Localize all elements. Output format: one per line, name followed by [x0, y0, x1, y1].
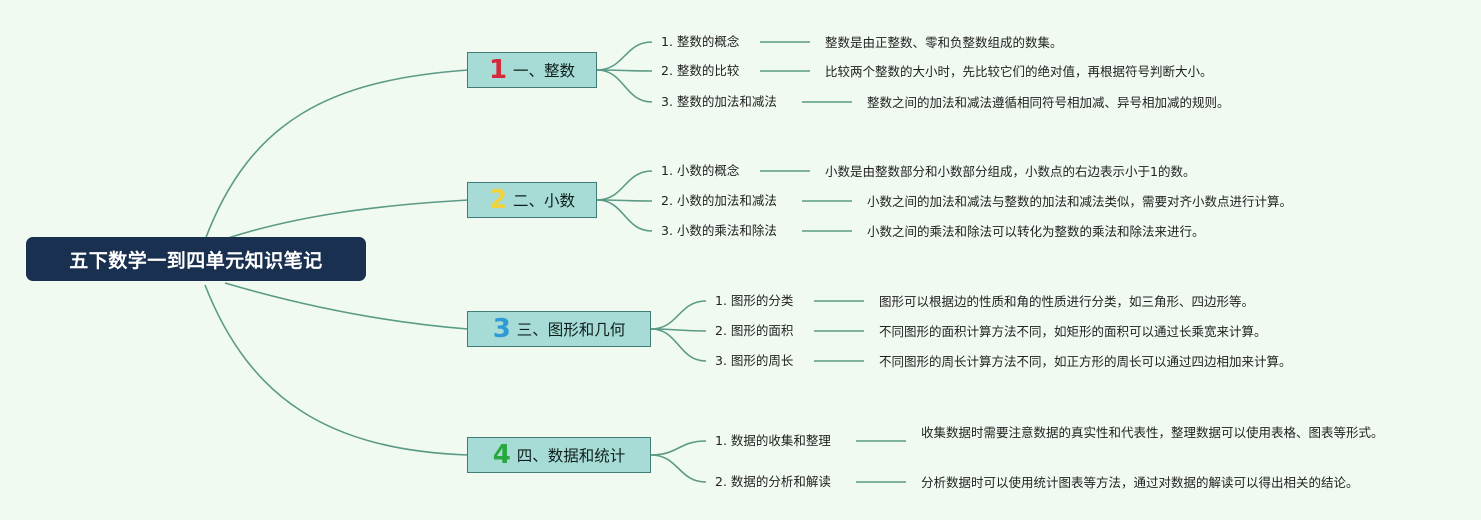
root-link-4 [204, 284, 469, 456]
branch-label: 四、数据和统计 [516, 447, 626, 465]
branch-label: 一、整数 [513, 62, 576, 80]
note-integer-add-subtract: 整数之间的加法和减法遵循相同符号相加减、异号相加减的规则。 [867, 95, 1230, 110]
number-badge-3: 3 [492, 314, 511, 344]
number-badge-1: 1 [488, 55, 508, 85]
leaf-data-analysis[interactable]: 2. 数据的分析和解读 [715, 474, 831, 489]
leaf-integer-concept[interactable]: 1. 整数的概念 [661, 34, 740, 49]
note-shape-perimeter: 不同图形的周长计算方法不同，如正方形的周长可以通过四边相加来计算。 [879, 354, 1292, 369]
root-node[interactable]: 五下数学一到四单元知识笔记 [26, 237, 366, 281]
root-link-3 [224, 282, 469, 330]
leaf-shape-perimeter[interactable]: 3. 图形的周长 [715, 353, 794, 368]
branch-2-link-3 [596, 199, 653, 232]
branch-1-link-1 [596, 41, 653, 71]
note-integer-comparison: 比较两个整数的大小时，先比较它们的绝对值，再根据符号判断大小。 [825, 64, 1213, 79]
branch-label: 二、小数 [513, 192, 576, 210]
leaf-shape-classification[interactable]: 1. 图形的分类 [715, 293, 794, 308]
note-shape-area: 不同图形的面积计算方法不同，如矩形的面积可以通过长乘宽来计算。 [879, 324, 1267, 339]
branch-3-link-3 [650, 328, 707, 362]
leaf-integer-add-subtract[interactable]: 3. 整数的加法和减法 [661, 94, 777, 109]
branch-node-decimals[interactable]: 2 二、小数 [467, 182, 597, 218]
leaf-decimal-concept[interactable]: 1. 小数的概念 [661, 163, 740, 178]
branch-4-link-2 [650, 454, 707, 483]
branch-node-geometry[interactable]: 3 三、图形和几何 [467, 311, 651, 347]
branch-4-link-1 [650, 440, 707, 456]
leaf-integer-comparison[interactable]: 2. 整数的比较 [661, 63, 740, 78]
root-link-1 [204, 69, 469, 241]
branch-1-link-3 [596, 69, 653, 103]
note-decimal-add-subtract: 小数之间的加法和减法与整数的加法和减法类似，需要对齐小数点进行计算。 [867, 194, 1293, 209]
branch-node-statistics[interactable]: 4 四、数据和统计 [467, 437, 651, 473]
branch-2-link-1 [596, 170, 653, 201]
branch-node-integers[interactable]: 1 一、整数 [467, 52, 597, 88]
branch-3-link-1 [650, 300, 707, 330]
note-integer-concept: 整数是由正整数、零和负整数组成的数集。 [825, 35, 1063, 50]
note-decimal-concept: 小数是由整数部分和小数部分组成，小数点的右边表示小于1的数。 [825, 164, 1196, 179]
note-data-collection: 收集数据时需要注意数据的真实性和代表性，整理数据可以使用表格、图表等形式。 [921, 425, 1384, 440]
note-data-analysis: 分析数据时可以使用统计图表等方法，通过对数据的解读可以得出相关的结论。 [921, 475, 1359, 490]
root-link-2 [227, 199, 469, 239]
number-badge-4: 4 [492, 440, 511, 470]
leaf-decimal-multiply-divide[interactable]: 3. 小数的乘法和除法 [661, 223, 777, 238]
note-shape-classification: 图形可以根据边的性质和角的性质进行分类，如三角形、四边形等。 [879, 294, 1255, 309]
leaf-decimal-add-subtract[interactable]: 2. 小数的加法和减法 [661, 193, 777, 208]
number-badge-2: 2 [488, 185, 508, 215]
leaf-shape-area[interactable]: 2. 图形的面积 [715, 323, 794, 338]
note-decimal-multiply-divide: 小数之间的乘法和除法可以转化为整数的乘法和除法来进行。 [867, 224, 1205, 239]
branch-label: 三、图形和几何 [516, 321, 626, 339]
leaf-data-collection[interactable]: 1. 数据的收集和整理 [715, 433, 831, 448]
